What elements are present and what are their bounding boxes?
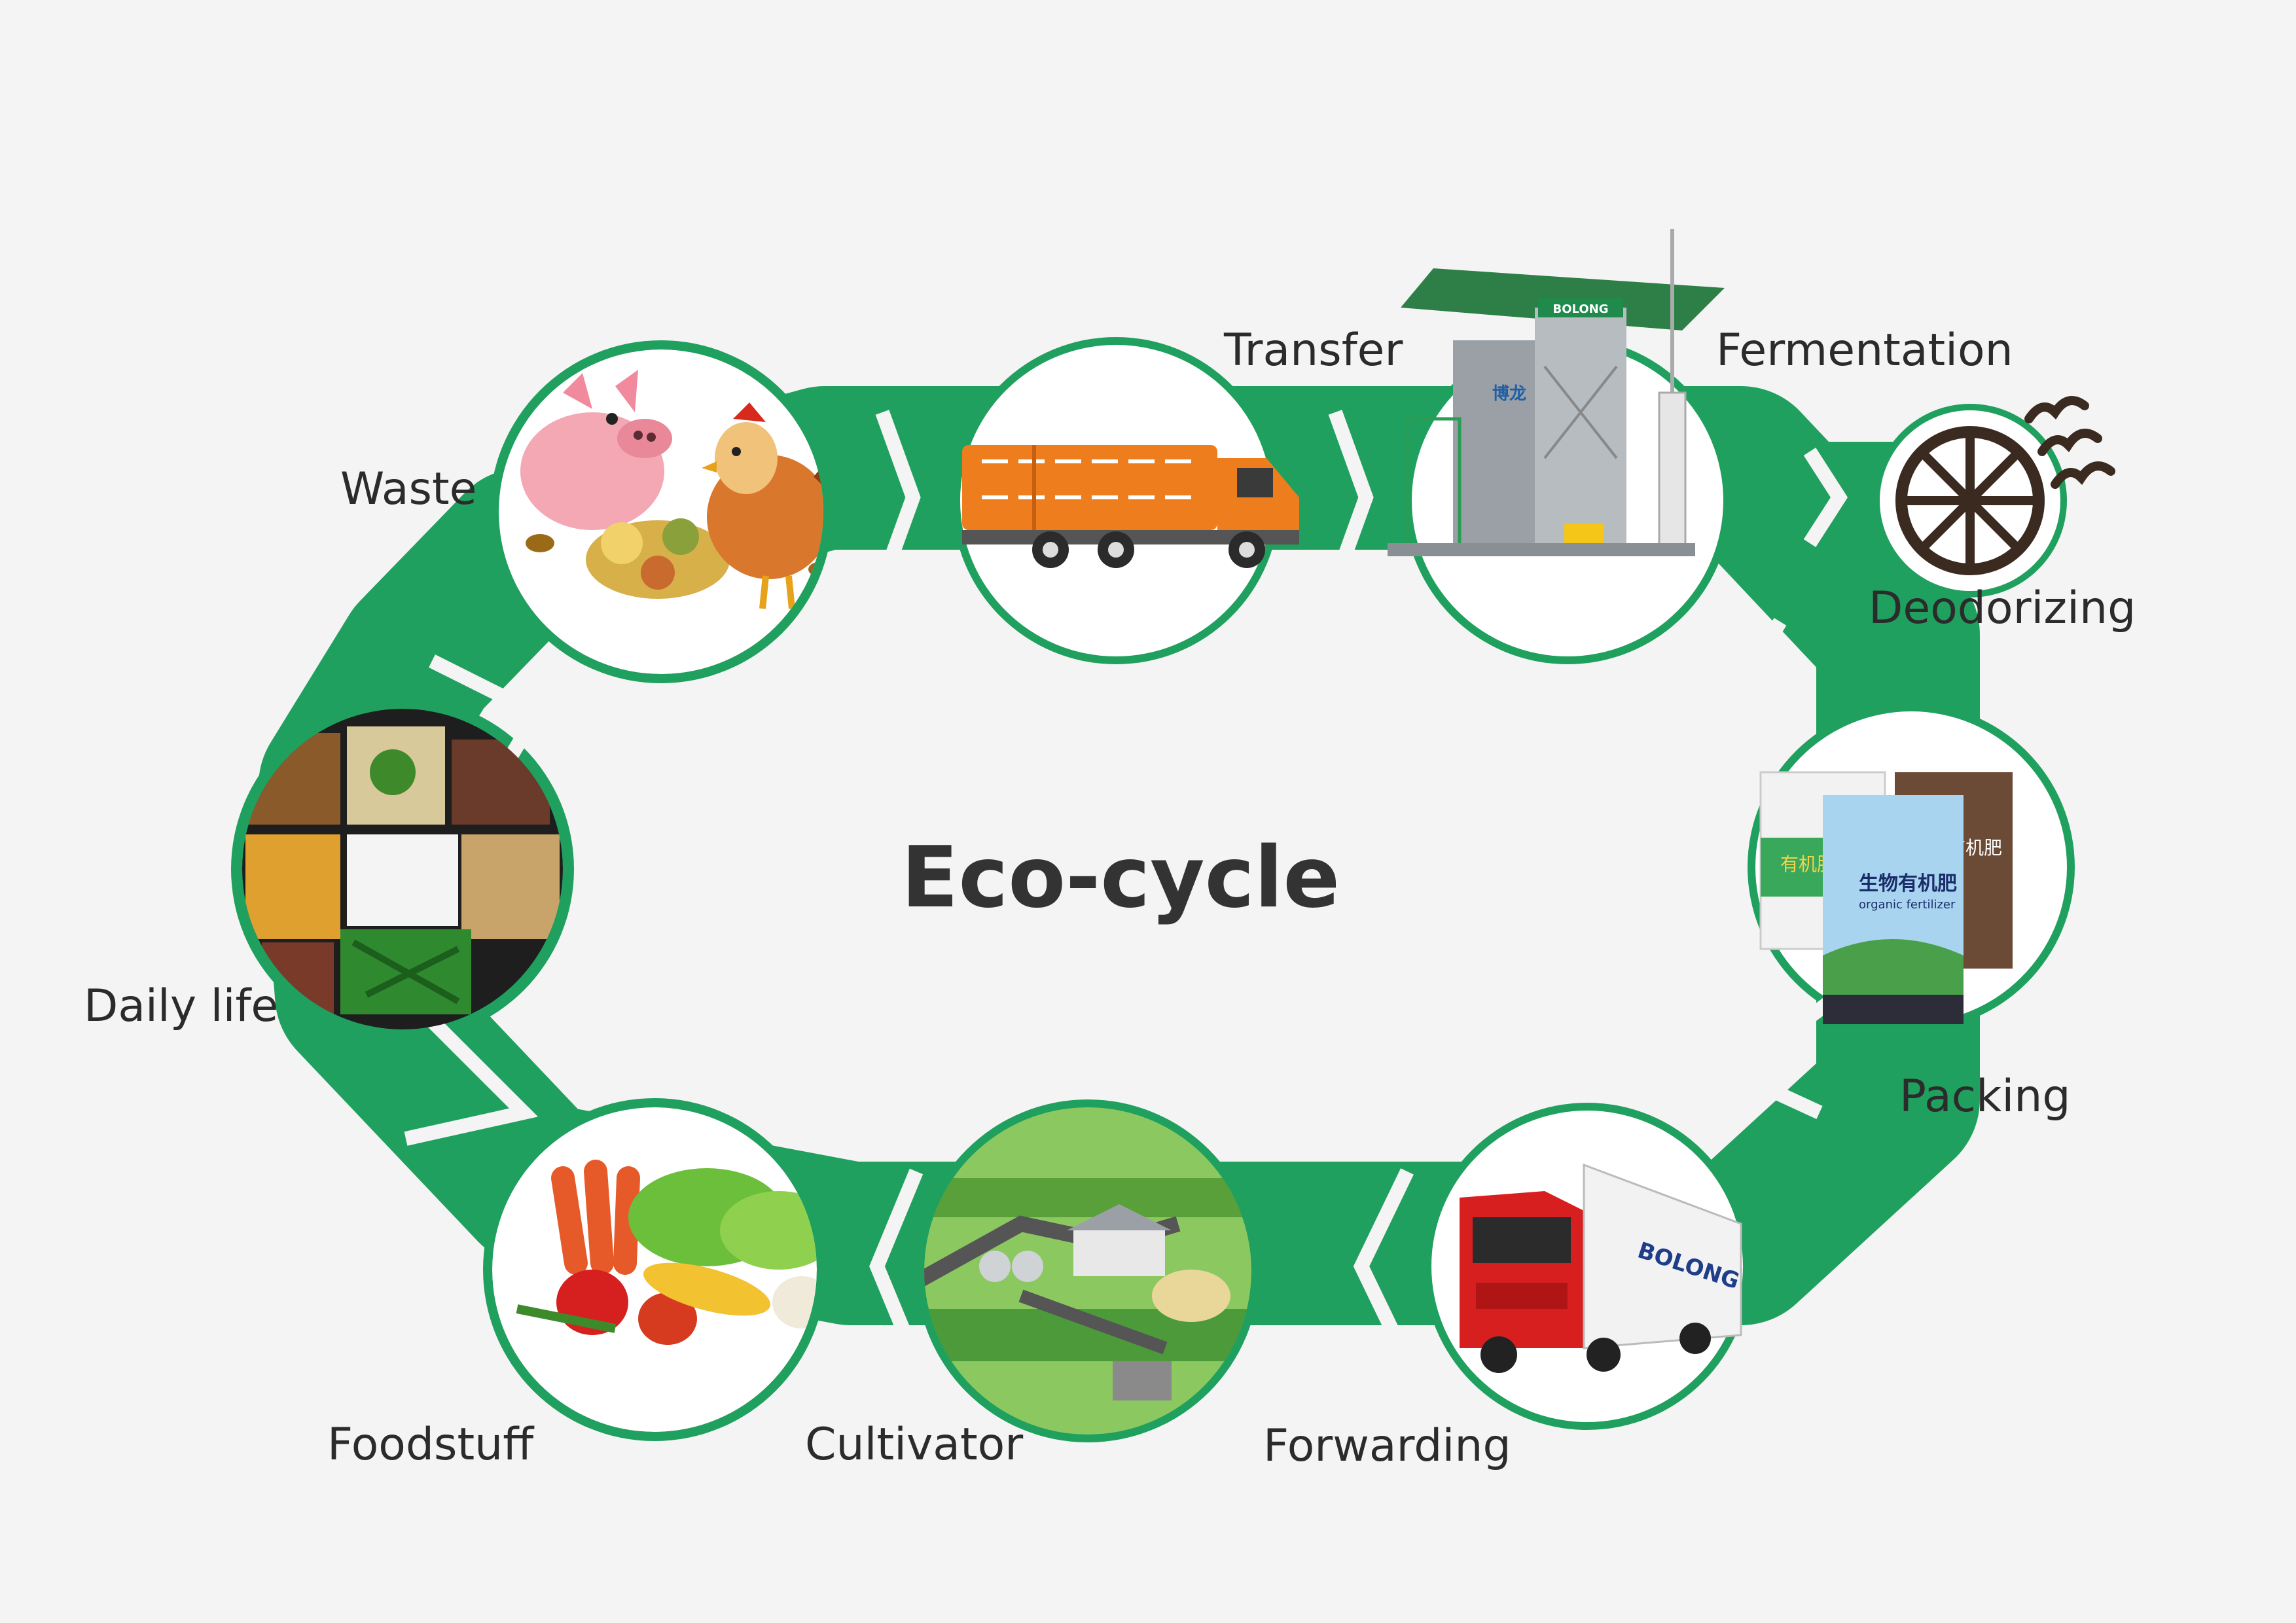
label-transfer: Transfer xyxy=(1223,325,1403,376)
tank-brand: BOLONG xyxy=(1553,302,1609,316)
chevron-8 xyxy=(869,1168,924,1364)
label-packing: Packing xyxy=(1899,1071,2071,1122)
bag-sub-text: organic fertilizer xyxy=(1859,898,1956,912)
chevron-6 xyxy=(1720,989,1844,1119)
label-waste: Waste xyxy=(340,463,476,515)
label-forwarding: Forwarding xyxy=(1263,1420,1511,1472)
chevron-5 xyxy=(1684,680,1782,707)
pig-chicken-food-waste-icon xyxy=(499,349,823,674)
vegetables-icon xyxy=(492,1107,817,1432)
label-cultivator: Cultivator xyxy=(805,1419,1023,1471)
tank-brand-cn: 博龙 xyxy=(1492,384,1526,404)
bag-main-text: 生物有机肥 xyxy=(1859,872,1957,895)
label-foodstuff: Foodstuff xyxy=(327,1419,535,1471)
farm-landscape-icon xyxy=(924,1107,1251,1435)
chevron-9 xyxy=(404,1016,538,1146)
delivery-truck-icon: BOLONG xyxy=(1431,1111,1743,1422)
label-daily-life: Daily life xyxy=(84,980,278,1032)
meal-trays-icon xyxy=(242,709,563,1029)
deodorizer-fan-icon xyxy=(1880,396,2115,591)
chevron-2 xyxy=(1328,410,1374,585)
fermentation-tank-icon: BOLONG 博龙 xyxy=(1388,229,1725,656)
chevron-1 xyxy=(875,410,921,585)
chevron-3 xyxy=(1803,448,1848,547)
garbage-truck-icon xyxy=(960,345,1299,656)
fertilizer-bags-icon: 有机肥 有机肥 生物有机肥 organic fertilizer xyxy=(1755,711,2067,1024)
label-fermentation: Fermentation xyxy=(1716,325,2013,376)
label-deodorizing: Deodorizing xyxy=(1869,582,2136,634)
diagram-title: Eco-cycle xyxy=(901,829,1340,927)
chevron-7 xyxy=(1353,1168,1414,1364)
